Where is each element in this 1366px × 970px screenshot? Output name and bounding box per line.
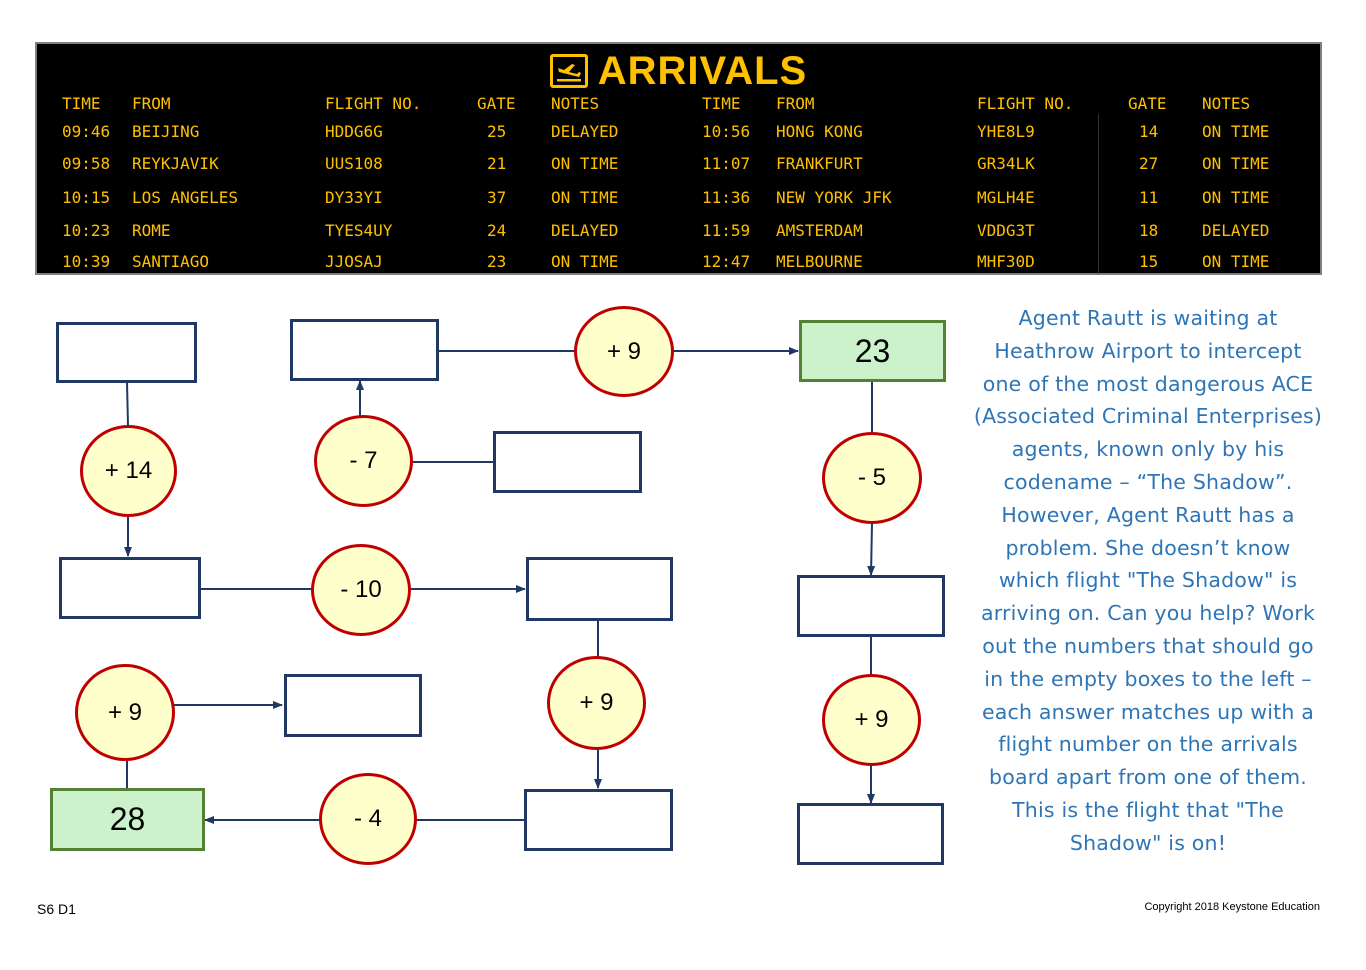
given-value-box: 23 bbox=[799, 320, 946, 382]
answer-box[interactable] bbox=[493, 431, 642, 493]
header-time: TIME bbox=[62, 94, 101, 113]
flight-notes: DELAYED bbox=[551, 122, 619, 141]
flight-origin: NEW YORK JFK bbox=[776, 188, 892, 207]
flight-gate: 15 bbox=[1139, 252, 1159, 271]
flight-origin: BEIJING bbox=[132, 122, 200, 141]
header-flight: FLIGHT NO. bbox=[325, 94, 422, 113]
flight-time: 10:39 bbox=[62, 252, 111, 271]
header-gate: GATE bbox=[1128, 94, 1167, 113]
flight-gate: 37 bbox=[487, 188, 507, 207]
flight-number: MHF30D bbox=[977, 252, 1035, 271]
flight-notes: ON TIME bbox=[551, 252, 619, 271]
answer-box[interactable] bbox=[797, 575, 945, 637]
flight-gate: 27 bbox=[1139, 154, 1159, 173]
flight-gate: 25 bbox=[487, 122, 507, 141]
flight-number: DY33YI bbox=[325, 188, 383, 207]
flight-time: 11:07 bbox=[702, 154, 751, 173]
story-text: Agent Rautt is waiting at Heathrow Airpo… bbox=[973, 306, 1323, 855]
header-notes: NOTES bbox=[551, 94, 600, 113]
flight-origin: ROME bbox=[132, 221, 171, 240]
answer-box[interactable] bbox=[56, 322, 197, 383]
flight-number: MGLH4E bbox=[977, 188, 1035, 207]
flight-time: 09:46 bbox=[62, 122, 111, 141]
header-gate: GATE bbox=[477, 94, 516, 113]
board-title-text: ARRIVALS bbox=[597, 48, 808, 93]
flight-gate: 18 bbox=[1139, 221, 1159, 240]
plane-landing-icon bbox=[549, 54, 588, 88]
flight-origin: HONG KONG bbox=[776, 122, 863, 141]
answer-box[interactable] bbox=[290, 319, 439, 381]
header-flight: FLIGHT NO. bbox=[977, 94, 1074, 113]
operation-circle: + 9 bbox=[574, 306, 674, 397]
flight-number: JJOSAJ bbox=[325, 252, 383, 271]
flight-gate: 24 bbox=[487, 221, 507, 240]
flight-number: GR34LK bbox=[977, 154, 1035, 173]
board-title: ARRIVALS bbox=[37, 48, 1320, 94]
flight-notes: ON TIME bbox=[551, 188, 619, 207]
flight-origin: LOS ANGELES bbox=[132, 188, 238, 207]
operation-circle: - 5 bbox=[822, 432, 922, 524]
flight-origin: REYKJAVIK bbox=[132, 154, 219, 173]
flight-gate: 14 bbox=[1139, 122, 1159, 141]
worksheet-code: S6 D1 bbox=[37, 901, 76, 917]
flight-time: 09:58 bbox=[62, 154, 111, 173]
flight-origin: SANTIAGO bbox=[132, 252, 210, 271]
operation-circle: + 9 bbox=[75, 664, 175, 761]
flight-notes: ON TIME bbox=[1202, 154, 1270, 173]
flight-number: HDDG6G bbox=[325, 122, 383, 141]
header-from: FROM bbox=[776, 94, 815, 113]
flight-number: VDDG3T bbox=[977, 221, 1035, 240]
flight-time: 11:59 bbox=[702, 221, 751, 240]
flight-gate: 21 bbox=[487, 154, 507, 173]
answer-box[interactable] bbox=[526, 557, 673, 621]
answer-box[interactable] bbox=[524, 789, 673, 851]
flight-notes: ON TIME bbox=[1202, 122, 1270, 141]
operation-circle: - 10 bbox=[311, 544, 411, 636]
answer-box[interactable] bbox=[797, 803, 944, 865]
answer-box[interactable] bbox=[59, 557, 201, 619]
flight-number: TYES4UY bbox=[325, 221, 393, 240]
flight-number: UUS108 bbox=[325, 154, 383, 173]
copyright-notice: Copyright 2018 Keystone Education bbox=[1144, 901, 1320, 913]
given-value-box: 28 bbox=[50, 788, 205, 851]
flight-gate: 11 bbox=[1139, 188, 1159, 207]
flight-time: 10:15 bbox=[62, 188, 111, 207]
arrivals-board: ARRIVALS TIME FROM FLIGHT NO. GATE NOTES… bbox=[35, 42, 1322, 275]
operation-circle: + 14 bbox=[80, 425, 177, 517]
flight-origin: FRANKFURT bbox=[776, 154, 863, 173]
operation-circle: + 9 bbox=[547, 656, 646, 750]
flight-notes: ON TIME bbox=[1202, 188, 1270, 207]
operation-circle: - 4 bbox=[319, 773, 417, 865]
flight-time: 12:47 bbox=[702, 252, 751, 271]
flight-number: YHE8L9 bbox=[977, 122, 1035, 141]
connector-line bbox=[126, 381, 129, 427]
flight-gate: 23 bbox=[487, 252, 507, 271]
connector-line bbox=[867, 522, 876, 576]
flight-origin: MELBOURNE bbox=[776, 252, 863, 271]
flow-connectors bbox=[124, 347, 876, 824]
header-notes: NOTES bbox=[1202, 94, 1251, 113]
operation-circle: - 7 bbox=[314, 415, 413, 507]
operation-circle: + 9 bbox=[822, 674, 921, 766]
header-time: TIME bbox=[702, 94, 741, 113]
flight-time: 11:36 bbox=[702, 188, 751, 207]
flight-notes: DELAYED bbox=[1202, 221, 1270, 240]
flight-notes: ON TIME bbox=[551, 154, 619, 173]
flight-time: 10:56 bbox=[702, 122, 751, 141]
flight-time: 10:23 bbox=[62, 221, 111, 240]
board-divider bbox=[1098, 114, 1099, 274]
flight-origin: AMSTERDAM bbox=[776, 221, 863, 240]
flight-notes: ON TIME bbox=[1202, 252, 1270, 271]
answer-box[interactable] bbox=[284, 674, 422, 737]
header-from: FROM bbox=[132, 94, 171, 113]
flight-notes: DELAYED bbox=[551, 221, 619, 240]
